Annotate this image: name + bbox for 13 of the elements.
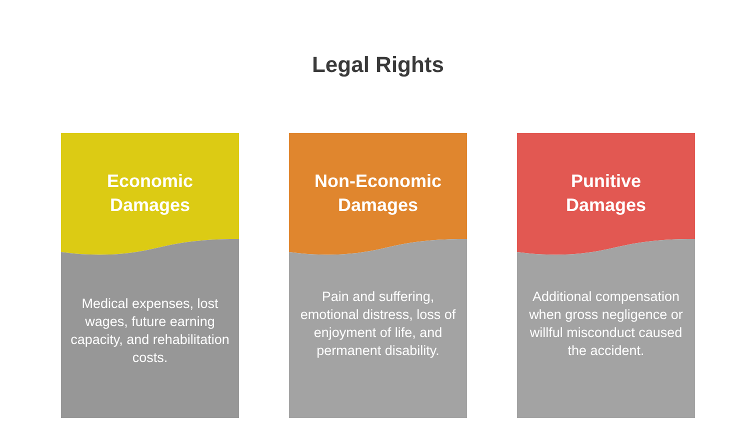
- card-heading: Non-Economic Damages: [313, 170, 442, 217]
- card-heading: Economic Damages: [106, 170, 194, 217]
- card-description: Additional compensation when gross negligence or willful misconduct caused the accident.: [528, 288, 684, 360]
- card-description: Pain and suffering, emotional distress, loss of enjoyment of life, and permanent disability.: [299, 288, 457, 360]
- heading-panel: [517, 133, 695, 255]
- description-panel: [61, 239, 239, 418]
- diagram-title: Legal Rights: [310, 52, 445, 78]
- heading-panel: [289, 133, 467, 255]
- card-heading: Punitive Damages: [564, 170, 648, 217]
- description-panel: [517, 239, 695, 418]
- card-description: Medical expenses, lost wages, future earning capacity, and rehabilitation costs.: [70, 295, 230, 367]
- heading-panel: [61, 133, 239, 255]
- description-panel: [289, 239, 467, 418]
